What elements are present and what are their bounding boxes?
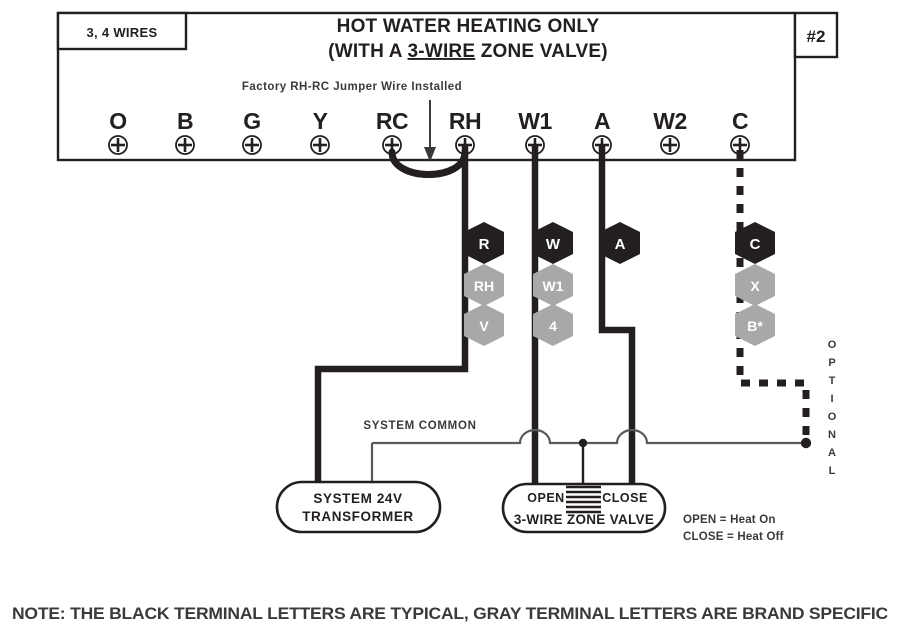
hex-black-w <box>533 222 573 264</box>
wire-tag-group-c: C X B* <box>735 222 775 346</box>
svg-text:A: A <box>828 447 836 459</box>
terminal-letter-A: A <box>594 108 610 134</box>
junction-dot-optional-common <box>800 437 812 449</box>
terminal-letters-group: O B G Y RC RH W1 A W2 C <box>109 108 748 134</box>
hex-gray-bstar <box>735 304 775 346</box>
hex-gray-rh <box>464 264 504 306</box>
wire-tag-group-a: A <box>600 222 640 264</box>
hex-label-r: R <box>479 236 490 253</box>
terminal-letter-C: C <box>732 108 748 134</box>
terminal-letter-W2: W2 <box>653 108 687 134</box>
hex-label-w: W <box>546 236 561 253</box>
svg-text:O: O <box>828 339 837 351</box>
hex-label-bstar: B* <box>747 318 763 334</box>
wire-c-optional-common <box>736 150 810 443</box>
hex-label-x: X <box>750 278 760 294</box>
zone-valve-open-label: OPEN <box>527 491 564 505</box>
wire-tag-group-w: W W1 4 <box>533 222 573 346</box>
number-badge-label: #2 <box>807 27 826 46</box>
diagram-title-line-1: HOT WATER HEATING ONLY <box>337 16 600 37</box>
terminal-screw-O[interactable] <box>108 135 128 155</box>
svg-text:P: P <box>828 357 835 369</box>
terminal-letter-RC: RC <box>376 108 408 134</box>
terminal-letter-G: G <box>243 108 260 134</box>
hex-label-c: C <box>750 236 761 253</box>
terminal-letter-Y: Y <box>313 108 328 134</box>
optional-label: O P T I O N A L <box>828 339 837 477</box>
wires-badge-label: 3, 4 WIRES <box>87 25 158 40</box>
hex-gray-v <box>464 304 504 346</box>
wire-tag-group-r: R RH V <box>464 222 504 346</box>
terminal-screw-B[interactable] <box>175 135 195 155</box>
zone-valve-close-label: CLOSE <box>602 491 648 505</box>
title-suffix: ZONE VALVE) <box>475 41 608 62</box>
jumper-arrow-head <box>424 147 436 162</box>
transformer-label-line-1: SYSTEM 24V <box>313 491 402 506</box>
svg-text:O: O <box>828 411 837 423</box>
hex-black-c <box>735 222 775 264</box>
hex-black-a <box>600 222 640 264</box>
system-common-label: SYSTEM COMMON <box>363 420 476 432</box>
wire-r-to-transformer <box>314 144 469 486</box>
legend-close-line: CLOSE = Heat Off <box>683 531 784 543</box>
hex-label-a: A <box>615 236 626 253</box>
transformer-label-line-2: TRANSFORMER <box>302 509 414 524</box>
terminal-letter-O: O <box>109 108 126 134</box>
zone-valve-motor-symbol <box>566 485 601 514</box>
hex-label-rh: RH <box>474 278 494 294</box>
terminal-letter-B: B <box>177 108 193 134</box>
title-prefix: (WITH A <box>328 41 407 62</box>
svg-text:L: L <box>829 465 836 477</box>
hex-gray-4 <box>533 304 573 346</box>
hex-label-4: 4 <box>549 318 557 334</box>
zone-valve-name: 3-WIRE ZONE VALVE <box>514 512 654 527</box>
terminal-screw-G[interactable] <box>242 135 262 155</box>
factory-jumper-note: Factory RH-RC Jumper Wire Installed <box>242 81 462 93</box>
transformer-box <box>275 480 442 534</box>
terminal-letter-RH: RH <box>449 108 481 134</box>
title-underlined-term: 3-WIRE <box>408 41 476 62</box>
hex-label-w1: W1 <box>543 278 564 294</box>
terminal-letter-W1: W1 <box>518 108 552 134</box>
legend-open-line: OPEN = Heat On <box>683 514 776 526</box>
terminal-screws-group <box>108 135 750 155</box>
svg-text:I: I <box>830 393 833 405</box>
terminal-screw-Y[interactable] <box>310 135 330 155</box>
svg-text:T: T <box>829 375 836 387</box>
footer-note: NOTE: THE BLACK TERMINAL LETTERS ARE TYP… <box>12 605 888 623</box>
svg-text:N: N <box>828 429 836 441</box>
hex-gray-x <box>735 264 775 306</box>
wires-badge-box <box>56 11 188 51</box>
number-badge-box <box>793 11 839 59</box>
terminal-screw-W2[interactable] <box>660 135 680 155</box>
hex-label-v: V <box>479 318 489 334</box>
wire-a-to-valve-close <box>598 144 636 488</box>
hex-gray-w1 <box>533 264 573 306</box>
hex-black-r <box>464 222 504 264</box>
junction-dot-valve-tap <box>578 438 588 448</box>
diagram-title-line-2: (WITH A 3-WIRE ZONE VALVE) <box>328 41 608 62</box>
